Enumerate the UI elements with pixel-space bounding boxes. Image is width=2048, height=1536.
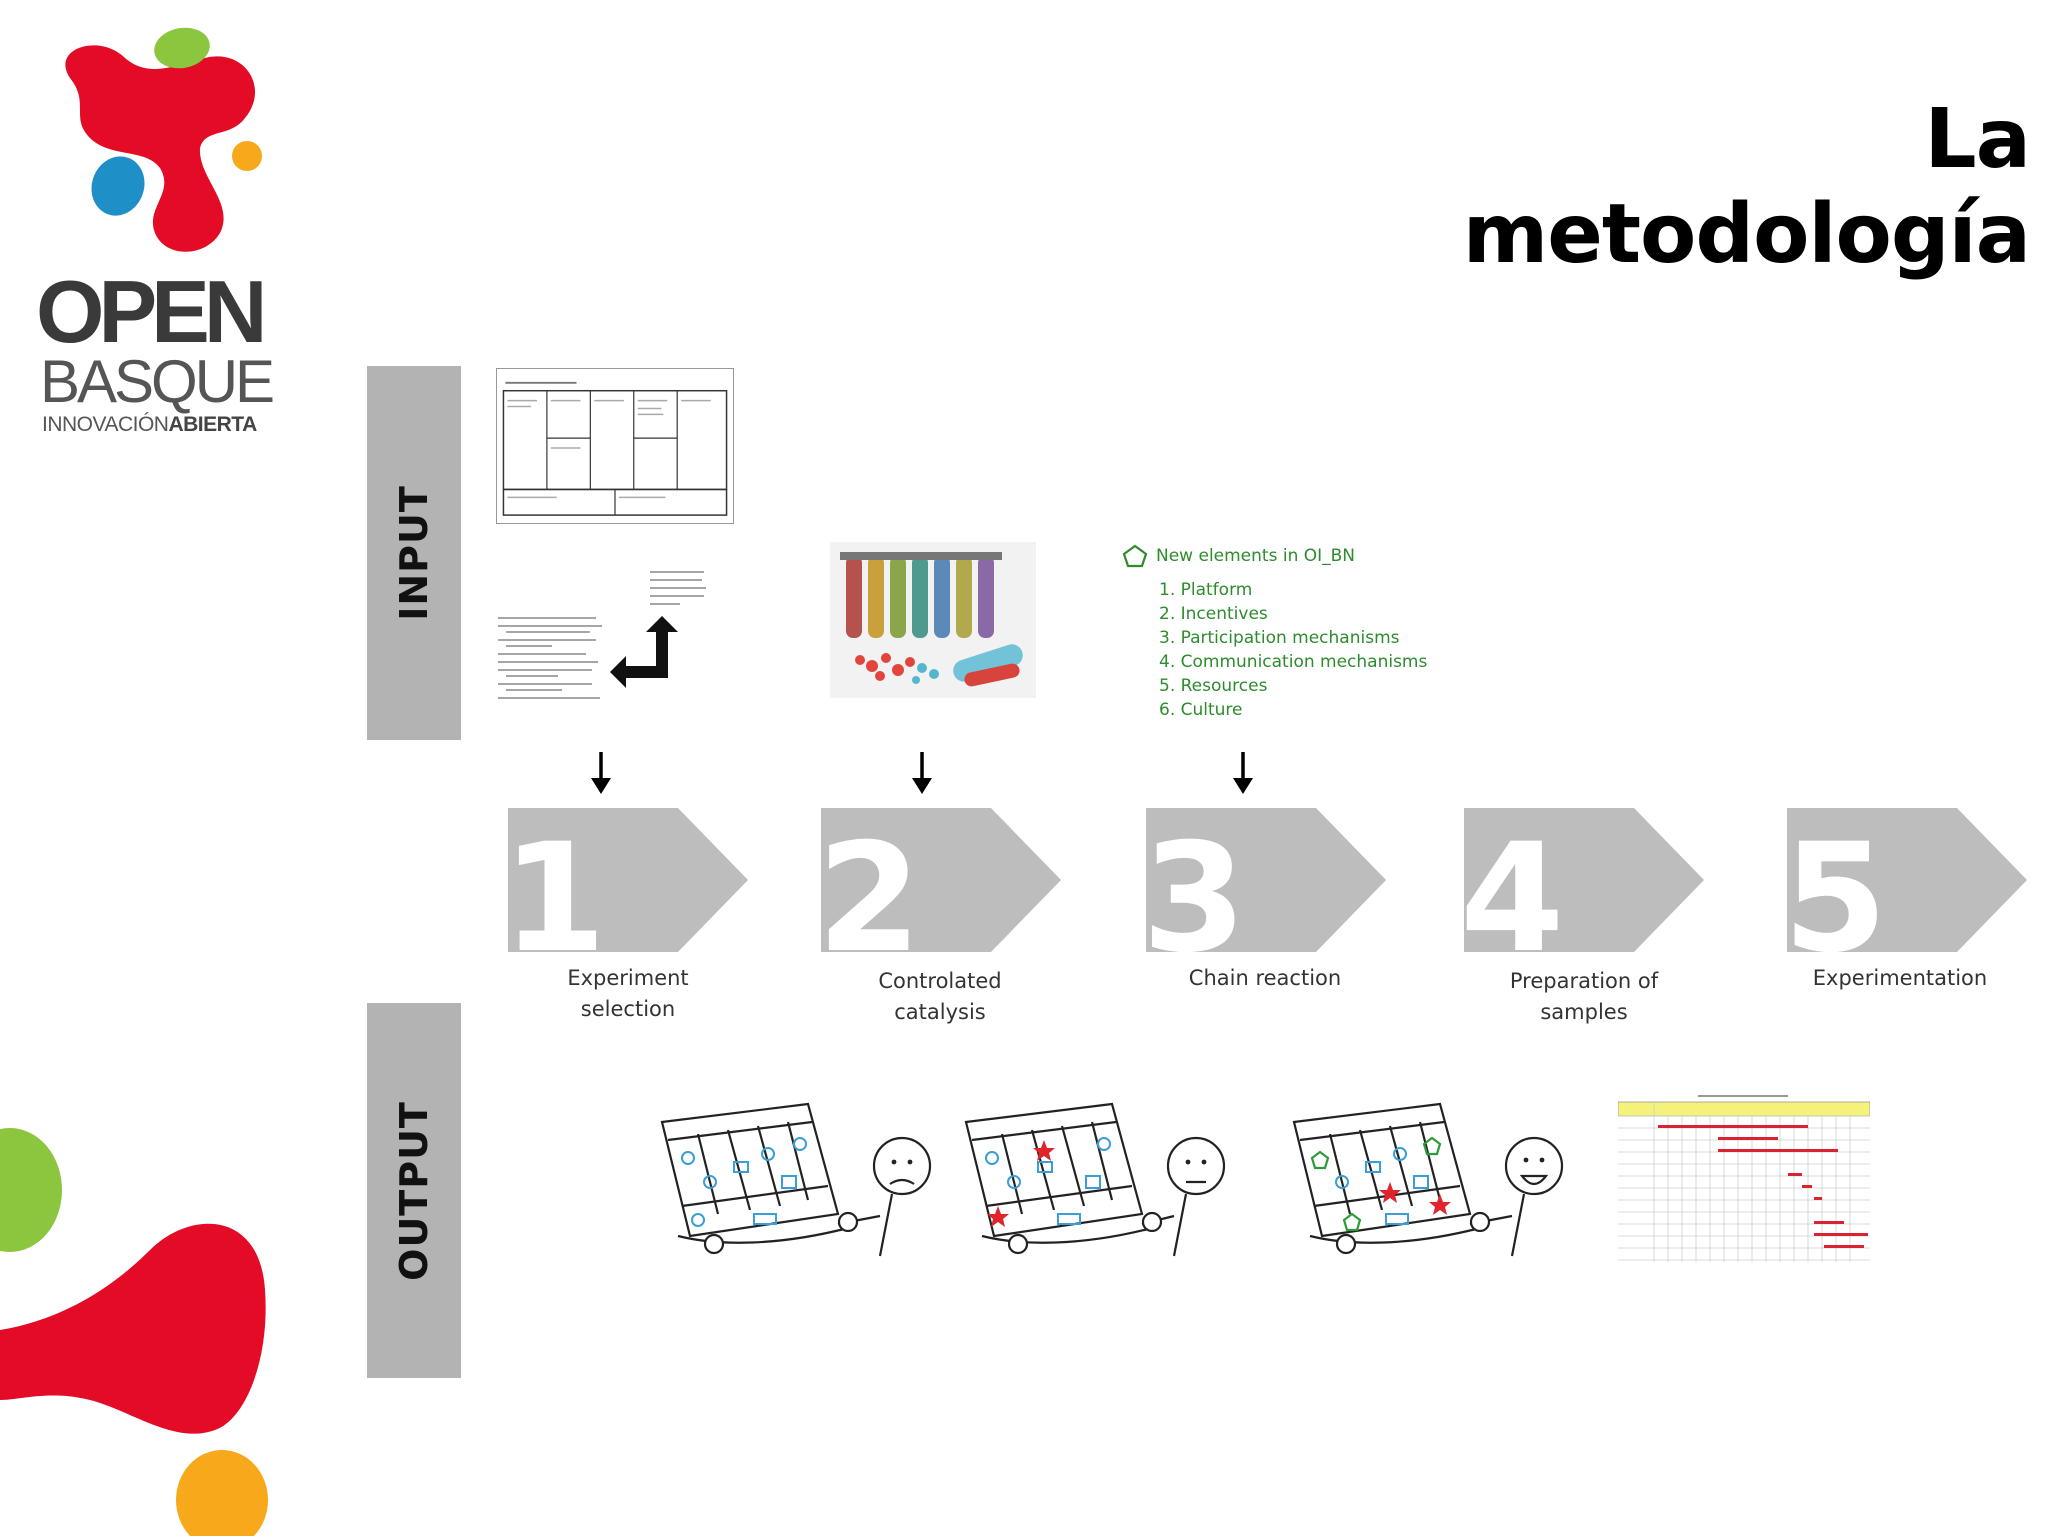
oi-item: 1. Platform	[1159, 580, 1253, 600]
step-label-2: Controlated catalysis	[840, 966, 1040, 1028]
step-number: 3	[1146, 812, 1246, 958]
input-sidebar: INPUT	[367, 366, 461, 740]
oi-heading-text: New elements in OI_BN	[1156, 546, 1356, 566]
step-label-3: Chain reaction	[1165, 963, 1365, 994]
step-label-line: Preparation of	[1509, 969, 1659, 993]
logo-tagline: INNOVACIÓNABIERTA	[42, 414, 257, 435]
logo-basque-text: BASQUE	[40, 348, 275, 415]
open-basque-logo-icon	[65, 27, 262, 252]
step-label-4: Preparation of samples	[1484, 966, 1684, 1028]
step-label-line: samples	[1540, 1000, 1628, 1024]
logo-open-text: OPEN	[36, 262, 267, 361]
oi-items: 1. Platform 2. Incentives 3. Participati…	[1159, 578, 1452, 722]
step-chevron-1: 1	[508, 808, 748, 958]
step-label-line: catalysis	[894, 1000, 986, 1024]
oi-item: 6. Culture	[1159, 700, 1243, 720]
step-chevron-4: 4	[1464, 808, 1704, 958]
input-label: INPUT	[392, 485, 436, 621]
output-label: OUTPUT	[392, 1100, 436, 1281]
step-label-line: Chain reaction	[1188, 966, 1342, 990]
step-label-1: Experiment selection	[528, 963, 728, 1025]
decorative-blobs-icon	[0, 1128, 268, 1536]
step-chevron-5: 5	[1787, 808, 2027, 958]
step-label-line: Experiment	[567, 966, 689, 990]
step-chevron-3: 3	[1146, 808, 1386, 958]
step-number: 2	[821, 812, 921, 958]
step-label-line: Experimentation	[1812, 966, 1988, 990]
test-tubes-image	[830, 542, 1036, 698]
oi-elements-list: New elements in OI_BN 1. Platform 2. Inc…	[1122, 544, 1452, 722]
logo-tagline-bold: ABIERTA	[168, 413, 257, 436]
logo-tagline-light: INNOVACIÓN	[42, 413, 169, 436]
step-label-5: Experimentation	[1800, 963, 2000, 994]
oi-item: 4. Communication mechanisms	[1159, 652, 1428, 672]
down-arrow-icon	[912, 752, 932, 794]
page-title: La metodología	[1462, 92, 2031, 282]
opportunity-matrix-thumbnail	[498, 571, 706, 699]
neutral-person-canvas-illustration	[964, 1102, 1226, 1257]
gantt-chart-thumbnail	[1618, 1092, 1870, 1264]
happy-person-canvas-illustration	[1292, 1102, 1564, 1257]
output-sidebar: OUTPUT	[367, 1003, 461, 1378]
oi-elements-heading: New elements in OI_BN	[1122, 544, 1452, 568]
down-arrow-icon	[1233, 752, 1253, 794]
business-model-canvas-thumbnail	[496, 368, 734, 524]
step-label-line: selection	[580, 997, 676, 1021]
step-chevron-2: 2	[821, 808, 1061, 958]
down-arrow-icon	[591, 752, 611, 794]
sad-person-canvas-illustration	[660, 1102, 932, 1257]
step-number: 1	[508, 812, 606, 958]
step-label-line: Controlated	[878, 969, 1002, 993]
oi-item: 3. Participation mechanisms	[1159, 628, 1400, 648]
oi-item: 2. Incentives	[1159, 604, 1268, 624]
step-number: 4	[1464, 812, 1564, 958]
pentagon-icon	[1122, 544, 1148, 568]
step-number: 5	[1787, 812, 1887, 958]
oi-item: 5. Resources	[1159, 676, 1268, 696]
